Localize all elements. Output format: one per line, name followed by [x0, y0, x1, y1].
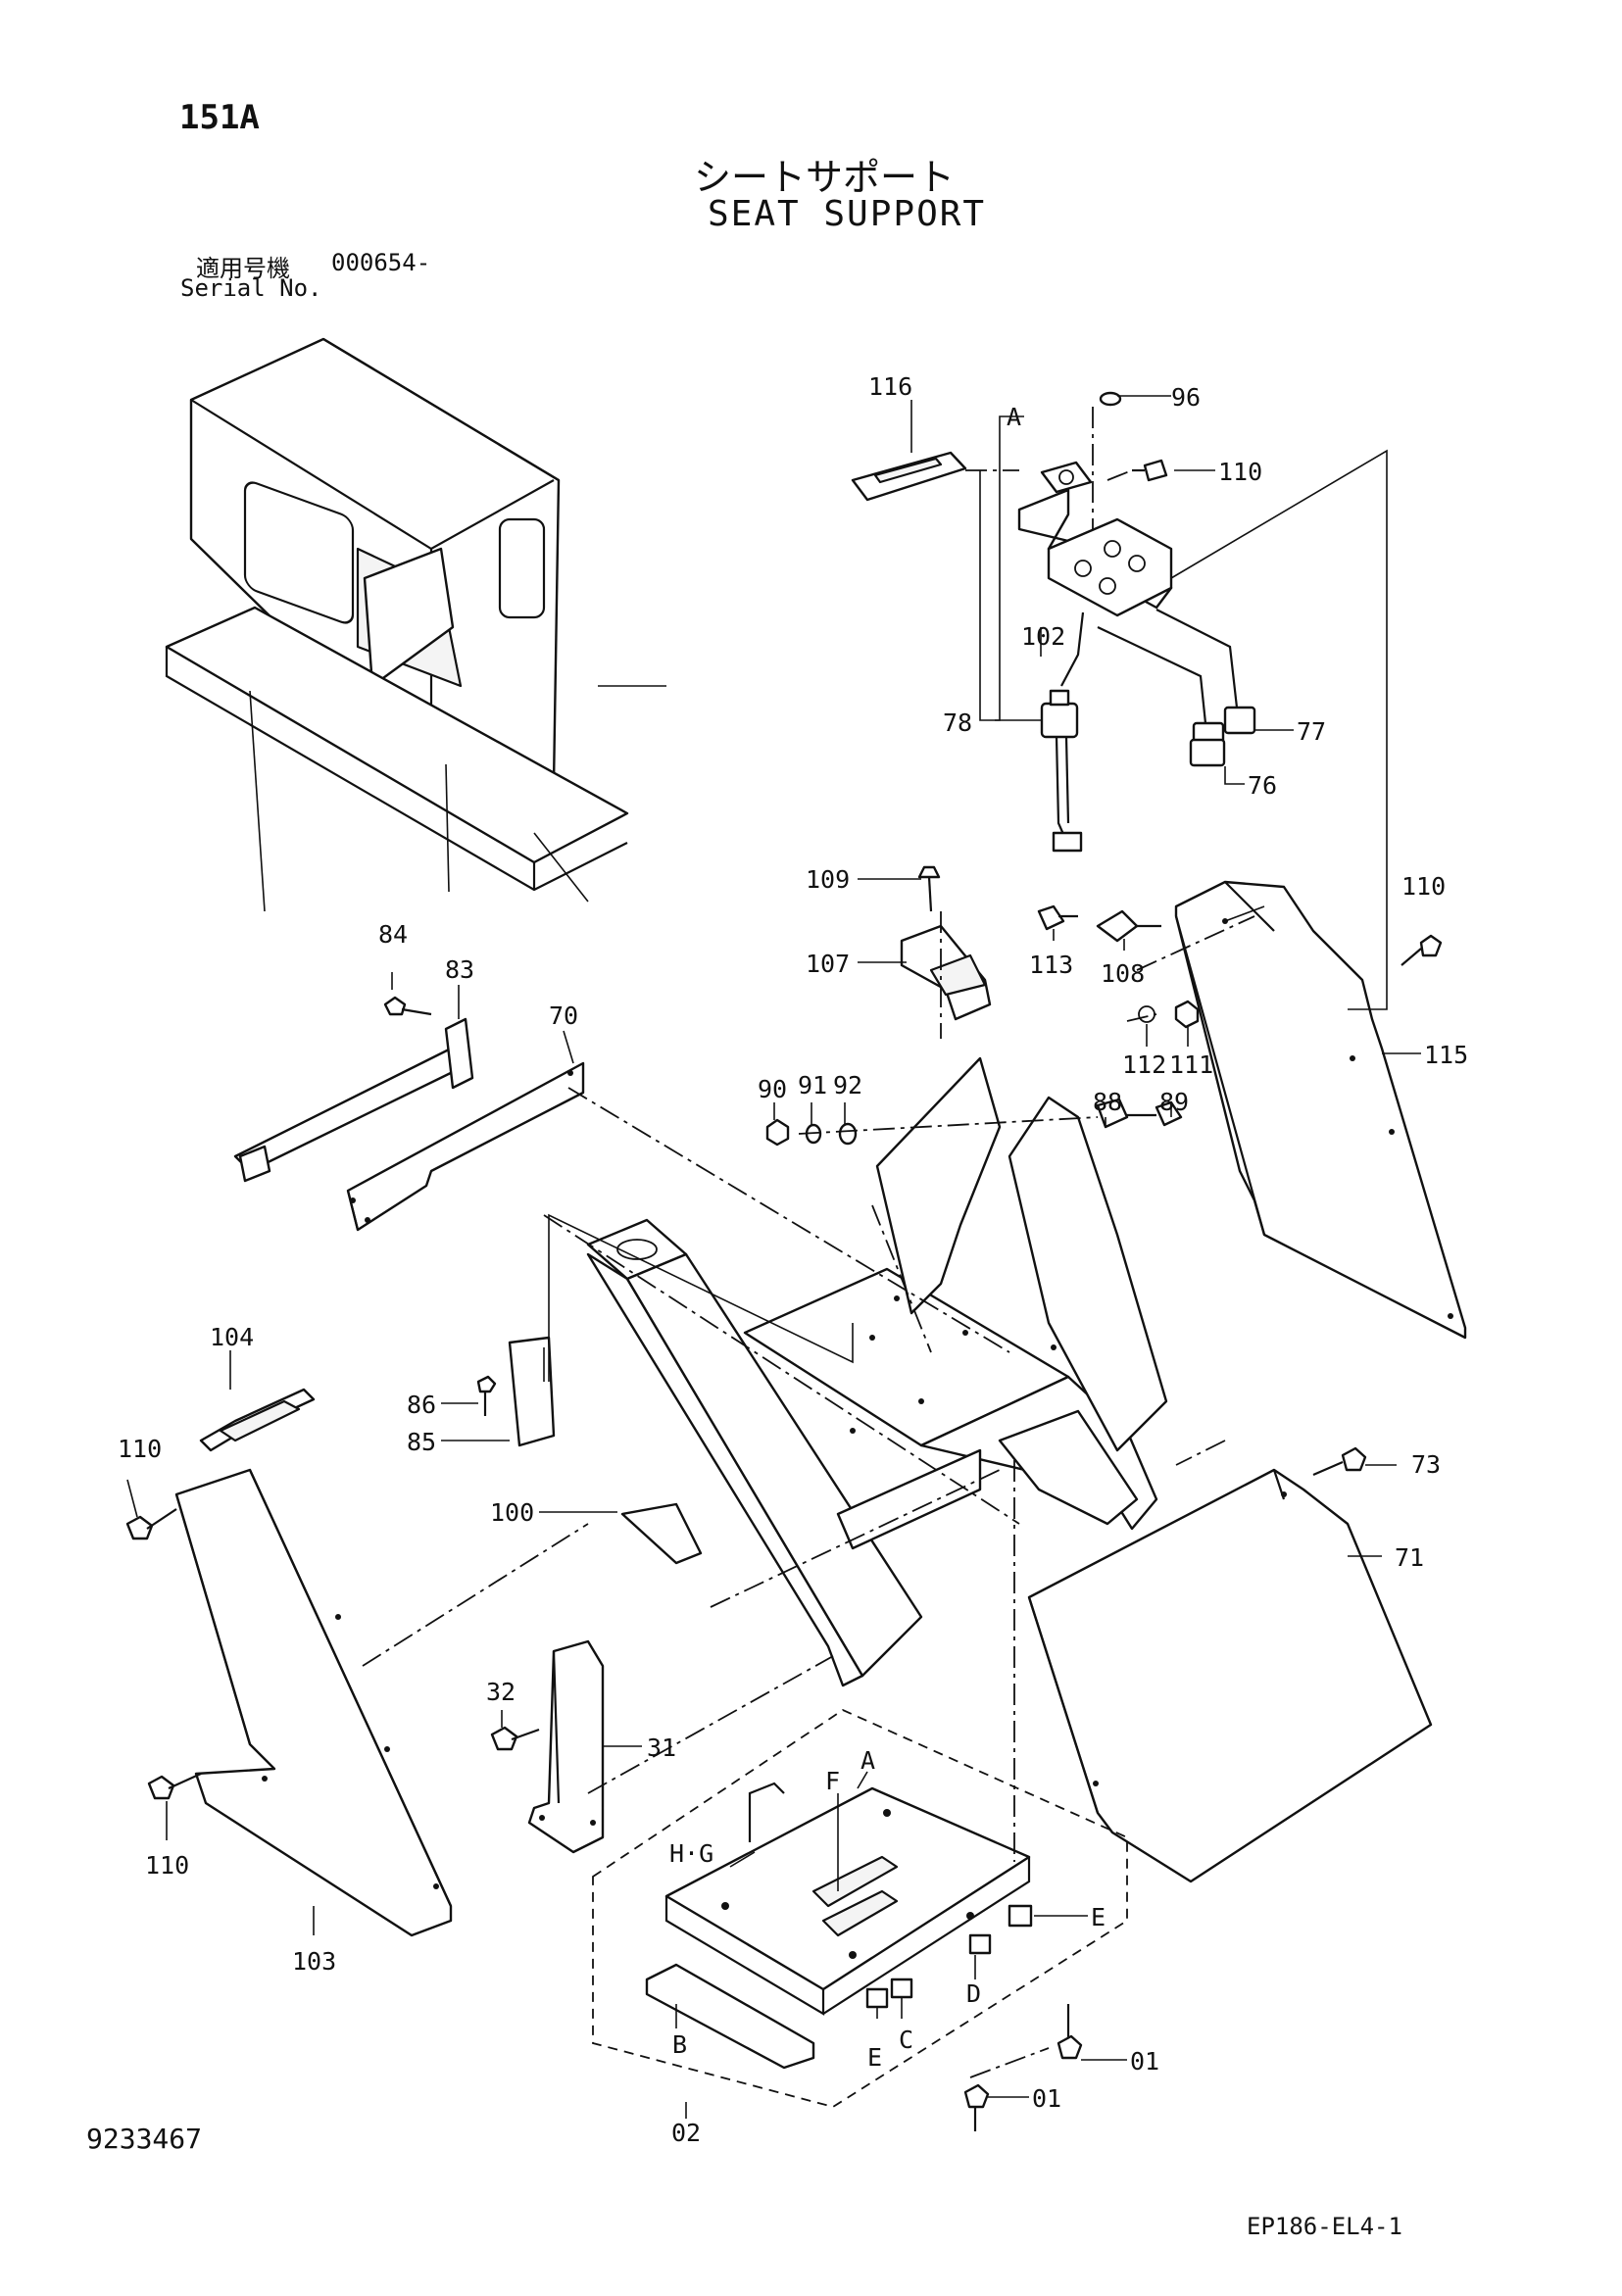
- part-01-bolt-lower: [963, 2083, 990, 2109]
- title-japanese: シートサポート: [694, 156, 956, 199]
- callout-92: 92: [833, 1071, 862, 1099]
- controller-assembly: [592, 1708, 1128, 2131]
- part-76-connector: [1189, 738, 1226, 767]
- left-stay-parts: [233, 996, 585, 1232]
- callout-90: 90: [758, 1075, 787, 1103]
- callout-84: 84: [378, 920, 408, 949]
- assembly-center-lines: [362, 407, 1388, 2078]
- callout-89: 89: [1159, 1088, 1189, 1116]
- callout-01-upper: 01: [1130, 2047, 1159, 2076]
- callout-labels: 116 A 96 110 102 78 77 76 109 107 113 10…: [118, 372, 1468, 2147]
- part-113-bolt: [1037, 904, 1065, 931]
- callout-32: 32: [486, 1678, 516, 1706]
- part-92-washer: [838, 1122, 858, 1146]
- callout-77: 77: [1297, 717, 1326, 746]
- right-lower-cover: [1027, 1446, 1433, 1883]
- callout-85: 85: [407, 1428, 436, 1456]
- part-110-bolt-right: [1419, 934, 1443, 957]
- part-110-bolt-left-lower: [147, 1775, 175, 1800]
- callout-113: 113: [1029, 951, 1073, 979]
- callout-31: 31: [647, 1734, 676, 1762]
- part-115-panel: [1174, 880, 1467, 1340]
- part-100-column-left: [586, 1252, 864, 1687]
- part-89-bolt: [1155, 1100, 1183, 1127]
- part-116-cover: [851, 451, 967, 502]
- part-109-bolt: [917, 865, 941, 879]
- callout-91: 91: [798, 1071, 827, 1099]
- callout-110-left-upper: 110: [118, 1435, 162, 1463]
- callout-76: 76: [1248, 771, 1277, 800]
- callout-f: F: [825, 1767, 840, 1795]
- callout-hg: H·G: [669, 1839, 713, 1868]
- callout-88: 88: [1093, 1088, 1122, 1116]
- callout-103: 103: [292, 1947, 336, 1976]
- reference-code: EP186-EL4-1: [1247, 2213, 1402, 2240]
- callout-e-bottom: E: [867, 2043, 882, 2072]
- part-111-nut: [1174, 1000, 1200, 1029]
- callout-86: 86: [407, 1391, 436, 1419]
- callout-115: 115: [1424, 1041, 1468, 1069]
- serial-label-japanese: 適用号機: [196, 255, 290, 282]
- part-86-bolt: [476, 1375, 497, 1393]
- callout-112: 112: [1122, 1050, 1166, 1079]
- part-100-upper-support: [875, 1056, 1002, 1315]
- drawing-number: 9233467: [86, 2123, 203, 2155]
- switch-bracket-assembly: [851, 391, 1256, 853]
- callout-102: 102: [1021, 622, 1065, 651]
- callout-78: 78: [943, 708, 972, 737]
- part-96-cap: [1099, 391, 1122, 407]
- serial-label-english: Serial No.: [180, 274, 322, 302]
- callout-108: 108: [1101, 959, 1145, 988]
- part-71-cover: [1027, 1468, 1433, 1883]
- part-83-plate: [444, 1017, 474, 1090]
- serial-value: 000654-: [331, 249, 431, 276]
- controller-outline: [592, 1708, 1128, 2108]
- callout-d: D: [966, 1979, 981, 2008]
- callout-110-top: 110: [1218, 458, 1262, 486]
- machine-cab-overview: [165, 337, 666, 912]
- callout-107: 107: [806, 950, 850, 978]
- callout-110-right: 110: [1401, 872, 1446, 901]
- controller-base: [645, 1963, 815, 2070]
- part-108-clip: [1096, 909, 1139, 943]
- callout-01-lower: 01: [1032, 2084, 1061, 2113]
- callout-83: 83: [445, 955, 474, 984]
- callout-73: 73: [1411, 1450, 1441, 1479]
- leader-lines: [126, 395, 1421, 2119]
- part-31-bracket: [527, 1639, 605, 1854]
- callout-e-right: E: [1091, 1903, 1106, 1931]
- part-110-bolt-top: [1143, 459, 1168, 482]
- bracket-31-parts: [490, 1639, 605, 1854]
- right-side-panel: [1174, 880, 1467, 1340]
- callout-a-bottom: A: [860, 1746, 875, 1775]
- callout-100: 100: [490, 1498, 534, 1527]
- left-side-panel: [125, 1388, 453, 1937]
- callout-a-top: A: [1007, 403, 1021, 431]
- part-112-washer: [1138, 1005, 1155, 1023]
- callout-116: 116: [868, 372, 912, 401]
- part-90-nut: [765, 1118, 790, 1147]
- callout-111: 111: [1169, 1050, 1213, 1079]
- callout-96: 96: [1171, 383, 1201, 412]
- part-85-bracket: [508, 1336, 556, 1447]
- part-32-bolt: [490, 1726, 518, 1751]
- callout-104: 104: [210, 1323, 254, 1351]
- part-100-foot: [620, 1502, 703, 1565]
- part-103-panel: [174, 1468, 453, 1937]
- part-01-bolt-upper: [1057, 2034, 1083, 2060]
- page-code: 151A: [179, 98, 260, 137]
- callout-70: 70: [549, 1001, 578, 1030]
- part-73-bolt: [1341, 1446, 1367, 1472]
- callout-71: 71: [1395, 1543, 1424, 1572]
- callout-110-left-lower: 110: [145, 1851, 189, 1880]
- part-110-bolt-left-upper: [125, 1515, 154, 1540]
- title-english: SEAT SUPPORT: [708, 194, 987, 234]
- part-84-bolt: [383, 996, 407, 1016]
- callout-02: 02: [671, 2119, 701, 2147]
- callout-c: C: [899, 2026, 913, 2054]
- callout-109: 109: [806, 865, 850, 894]
- part-78-switch: [1040, 702, 1079, 739]
- callout-b: B: [672, 2030, 687, 2059]
